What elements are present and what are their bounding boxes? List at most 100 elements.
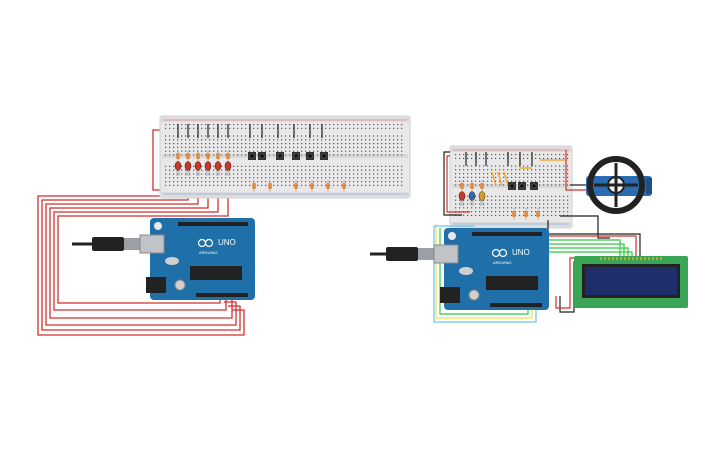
breadboard-hole [547,173,549,175]
breadboard-hole [369,169,371,171]
breadboard-hole [245,177,247,179]
breadboard-hole [479,173,481,175]
breadboard-hole [221,184,223,186]
lcd-pin [648,257,650,260]
breadboard-hole [297,173,299,175]
breadboard-hole [389,165,391,167]
breadboard-hole [471,203,473,205]
breadboard-hole [539,180,541,182]
breadboard-hole [329,173,331,175]
breadboard-hole [479,176,481,178]
breadboard-hole [547,176,549,178]
breadboard-hole [511,211,513,213]
breadboard-hole [377,169,379,171]
breadboard-hole [479,157,481,159]
breadboard-hole [543,180,545,182]
breadboard-hole [345,127,347,129]
breadboard-hole [181,139,183,141]
breadboard-hole [491,207,493,209]
breadboard-hole [169,135,171,137]
breadboard-hole [397,146,399,148]
breadboard-hole [313,181,315,183]
breadboard-hole [177,181,179,183]
breadboard-hole [325,181,327,183]
breadboard-hole [305,177,307,179]
breadboard-hole [547,165,549,167]
breadboard-hole [277,177,279,179]
breadboard-hole [401,146,403,148]
breadboard-hole [373,165,375,167]
breadboard-hole [385,124,387,126]
breadboard-hole [479,154,481,156]
breadboard-hole [213,146,215,148]
breadboard-hole [249,146,251,148]
breadboard-hole [301,143,303,145]
breadboard-hole [237,173,239,175]
breadboard-hole [397,169,399,171]
breadboard-hole [289,165,291,167]
right-led-row [458,191,486,206]
breadboard-hole [273,154,275,156]
breadboard-hole [213,150,215,152]
breadboard-hole [459,169,461,171]
breadboard-hole [241,181,243,183]
breadboard-hole [463,180,465,182]
breadboard-hole [289,146,291,148]
breadboard-hole [201,135,203,137]
breadboard-hole [393,146,395,148]
breadboard-hole [397,165,399,167]
left-board-label: UNO [218,238,236,247]
resistor [460,183,464,189]
breadboard-hole [381,169,383,171]
breadboard-hole [233,124,235,126]
breadboard-hole [341,184,343,186]
breadboard-hole [361,139,363,141]
breadboard-hole [393,184,395,186]
breadboard-hole [531,211,533,213]
resistor [196,153,200,159]
breadboard-hole [325,169,327,171]
breadboard-hole [459,184,461,186]
breadboard-hole [329,177,331,179]
breadboard-hole [265,165,267,167]
breadboard-hole [341,143,343,145]
breadboard-hole [511,195,513,197]
breadboard-hole [551,157,553,159]
breadboard-hole [511,165,513,167]
breadboard-hole [353,165,355,167]
breadboard-hole [269,154,271,156]
breadboard-hole [551,203,553,205]
breadboard-hole [261,143,263,145]
breadboard-hole [329,169,331,171]
breadboard-hole [189,135,191,137]
breadboard-hole [483,165,485,167]
breadboard-hole [205,146,207,148]
breadboard-hole [237,139,239,141]
breadboard-hole [257,150,259,152]
breadboard-hole [555,203,557,205]
breadboard-hole [301,150,303,152]
breadboard-hole [293,184,295,186]
led [204,161,212,171]
breadboard-hole [487,169,489,171]
breadboard-hole [333,154,335,156]
breadboard-hole [523,165,525,167]
breadboard-hole [487,207,489,209]
breadboard-hole [401,124,403,126]
breadboard-hole [401,165,403,167]
breadboard-hole [253,139,255,141]
breadboard-hole [337,150,339,152]
breadboard-hole [559,180,561,182]
breadboard-hole [467,157,469,159]
breadboard-hole [165,169,167,171]
breadboard-hole [165,154,167,156]
breadboard-hole [169,143,171,145]
breadboard-hole [543,176,545,178]
breadboard-hole [559,169,561,171]
breadboard-hole [507,211,509,213]
breadboard-hole [381,184,383,186]
breadboard-hole [365,154,367,156]
breadboard-hole [487,165,489,167]
breadboard-hole [467,203,469,205]
breadboard-hole [221,135,223,137]
